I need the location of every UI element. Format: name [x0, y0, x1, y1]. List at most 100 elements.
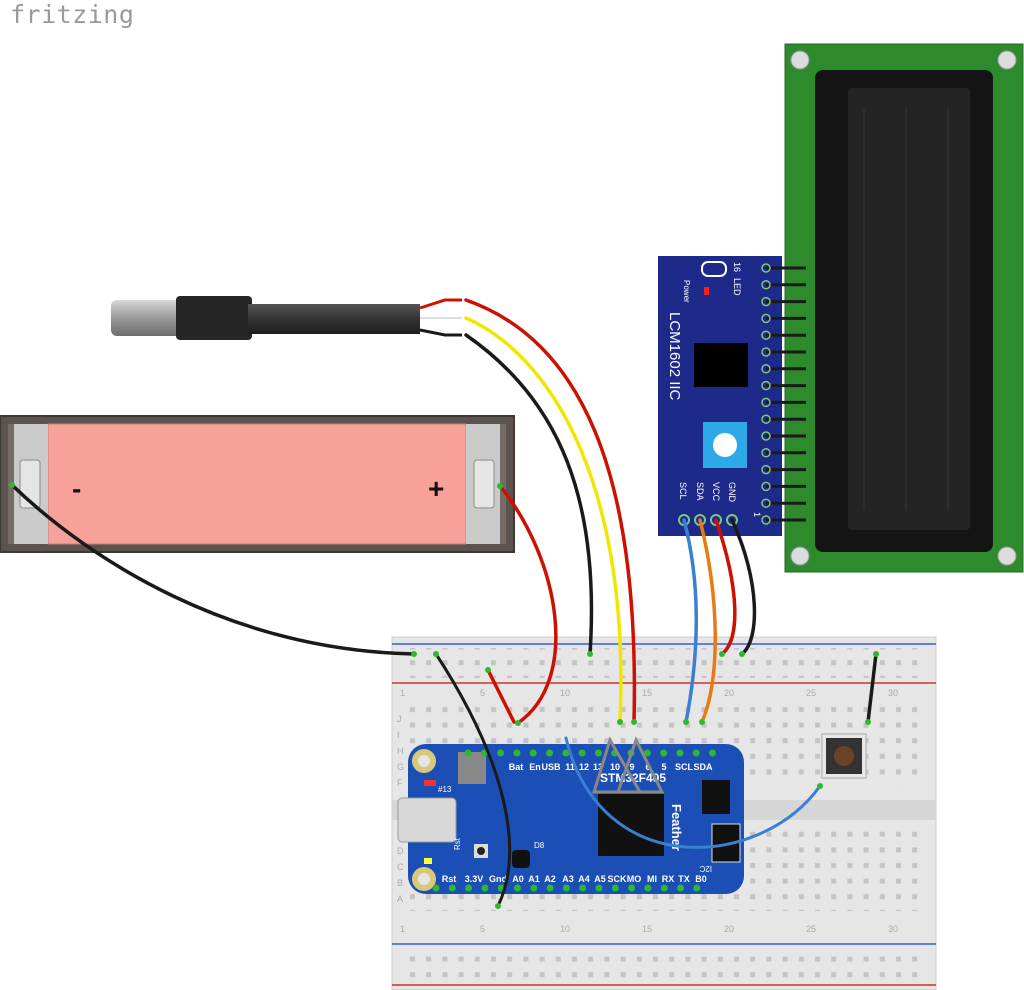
wire-endpoints [9, 482, 879, 909]
bottom-header-pad [465, 884, 473, 892]
bottom-pin-label: SCK [607, 874, 627, 884]
bottom-pin-label: A2 [544, 874, 556, 884]
minus-label: - [72, 473, 81, 504]
column-label-bottom-15: 15 [642, 924, 652, 934]
top-header-pad [497, 749, 505, 757]
lcd-character-grid [863, 108, 949, 510]
bottom-pin-label: A0 [512, 874, 524, 884]
lcd-display [784, 43, 1024, 573]
feather-label: Feather [669, 804, 684, 851]
column-label-bottom-25: 25 [806, 924, 816, 934]
d8-label: D8 [534, 841, 545, 850]
backpack-pcb [658, 256, 782, 536]
lcd-screw-top-left [790, 50, 810, 70]
battery-cell [47, 423, 467, 545]
plus-label: + [428, 473, 444, 504]
column-label-bottom-1: 1 [400, 924, 405, 934]
push-button-cap[interactable] [834, 746, 854, 766]
bottom-header-pad [660, 884, 668, 892]
top-power-rail-holes [405, 648, 925, 678]
column-label-top-15: 15 [642, 688, 652, 698]
lcd-header-pad [761, 330, 771, 340]
wire-lcd-sda [698, 518, 717, 724]
top-header-pad [529, 749, 537, 757]
row-label-h: H [397, 746, 404, 756]
row-label-g: G [397, 762, 404, 772]
row-label-c: C [397, 862, 404, 872]
lcd-i2c-backpack: 16 LED Power LCM1602 IIC SCL SDA VCC GND… [658, 256, 806, 536]
bottom-header-pad [579, 884, 587, 892]
battery-connector [458, 752, 486, 784]
top-header-pad [692, 749, 700, 757]
bottom-header-pad [611, 884, 619, 892]
column-label-top-10: 10 [560, 688, 570, 698]
lcd-screw-top-right [997, 50, 1017, 70]
wire-power-jumper [486, 668, 516, 724]
backpack-title: LCM1602 IIC [666, 312, 683, 401]
top-pin-label: 13 [593, 762, 603, 772]
top-header-pad [464, 749, 472, 757]
bottom-header-pad [595, 884, 603, 892]
i2c-label: I2C [699, 864, 712, 873]
column-label-top-25: 25 [806, 688, 816, 698]
top-header-pad [643, 749, 651, 757]
lcd-header-pad [761, 414, 771, 424]
top-pin-label: SDA [693, 762, 713, 772]
bottom-pin-label: RX [662, 874, 675, 884]
led-13-label: #13 [438, 785, 452, 794]
row-label-f: F [397, 778, 403, 788]
pin-label-vcc: VCC [711, 482, 721, 502]
bottom-header-pad [432, 884, 440, 892]
column-label-bottom-30: 30 [888, 924, 898, 934]
row-label-b: B [397, 878, 403, 888]
wire-lcd-gnd [730, 518, 757, 656]
top-header-pad [676, 749, 684, 757]
bottom-header-pad [644, 884, 652, 892]
lcd-header-pad [761, 380, 771, 391]
lcd-header-pad [761, 263, 771, 273]
lcd-header-pins [761, 263, 806, 525]
power-led [704, 287, 709, 295]
temperature-sensor-probe [111, 296, 462, 340]
bottom-header-pad [677, 884, 684, 892]
lcd-header-pad [761, 347, 771, 357]
wire-sensor-vcc [464, 298, 637, 724]
wire-battery-negative [10, 483, 416, 656]
push-button[interactable] [821, 733, 867, 779]
bottom-header-pad [562, 884, 570, 892]
stm32-chip [598, 794, 664, 856]
potentiometer-knob [713, 433, 737, 457]
top-pin-label: 11 [565, 762, 575, 772]
top-pin-label: 10 [610, 762, 620, 772]
bottom-pin-headers [432, 884, 701, 892]
pin-label-scl: SCL [678, 482, 688, 500]
bottom-header-pad [481, 884, 489, 892]
wire-gray-jumper-right [615, 736, 665, 794]
lcd-screw-bottom-right [997, 546, 1017, 566]
top-header-pad [578, 749, 586, 757]
lcd-screen [848, 88, 970, 530]
lcd-header-pad [761, 313, 771, 324]
pin-label-gnd: GND [727, 482, 737, 503]
lcd-header-pad [761, 397, 771, 408]
bottom-header-pad [546, 884, 554, 892]
top-pin-label: 12 [579, 762, 589, 772]
wire-button-signal [564, 736, 822, 849]
pin-1-label: 1 [752, 512, 762, 517]
charge-led [424, 858, 432, 864]
bottom-header-pad [628, 884, 636, 892]
feather-pcb [408, 744, 744, 894]
bottom-pin-label: 3.3V [465, 874, 484, 884]
lcd-header-pad [761, 481, 771, 492]
lcd-header-pad [761, 296, 771, 307]
battery-holder: - + [0, 415, 515, 553]
bottom-header-pad [448, 884, 456, 892]
bottom-pin-label: MO [627, 874, 642, 884]
column-label-top-30: 30 [888, 688, 898, 698]
lcd-header-pad [761, 464, 771, 475]
column-label-bottom-10: 10 [560, 924, 570, 934]
top-pin-label: Bat [509, 762, 524, 772]
pin-label-sda: SDA [695, 482, 705, 501]
